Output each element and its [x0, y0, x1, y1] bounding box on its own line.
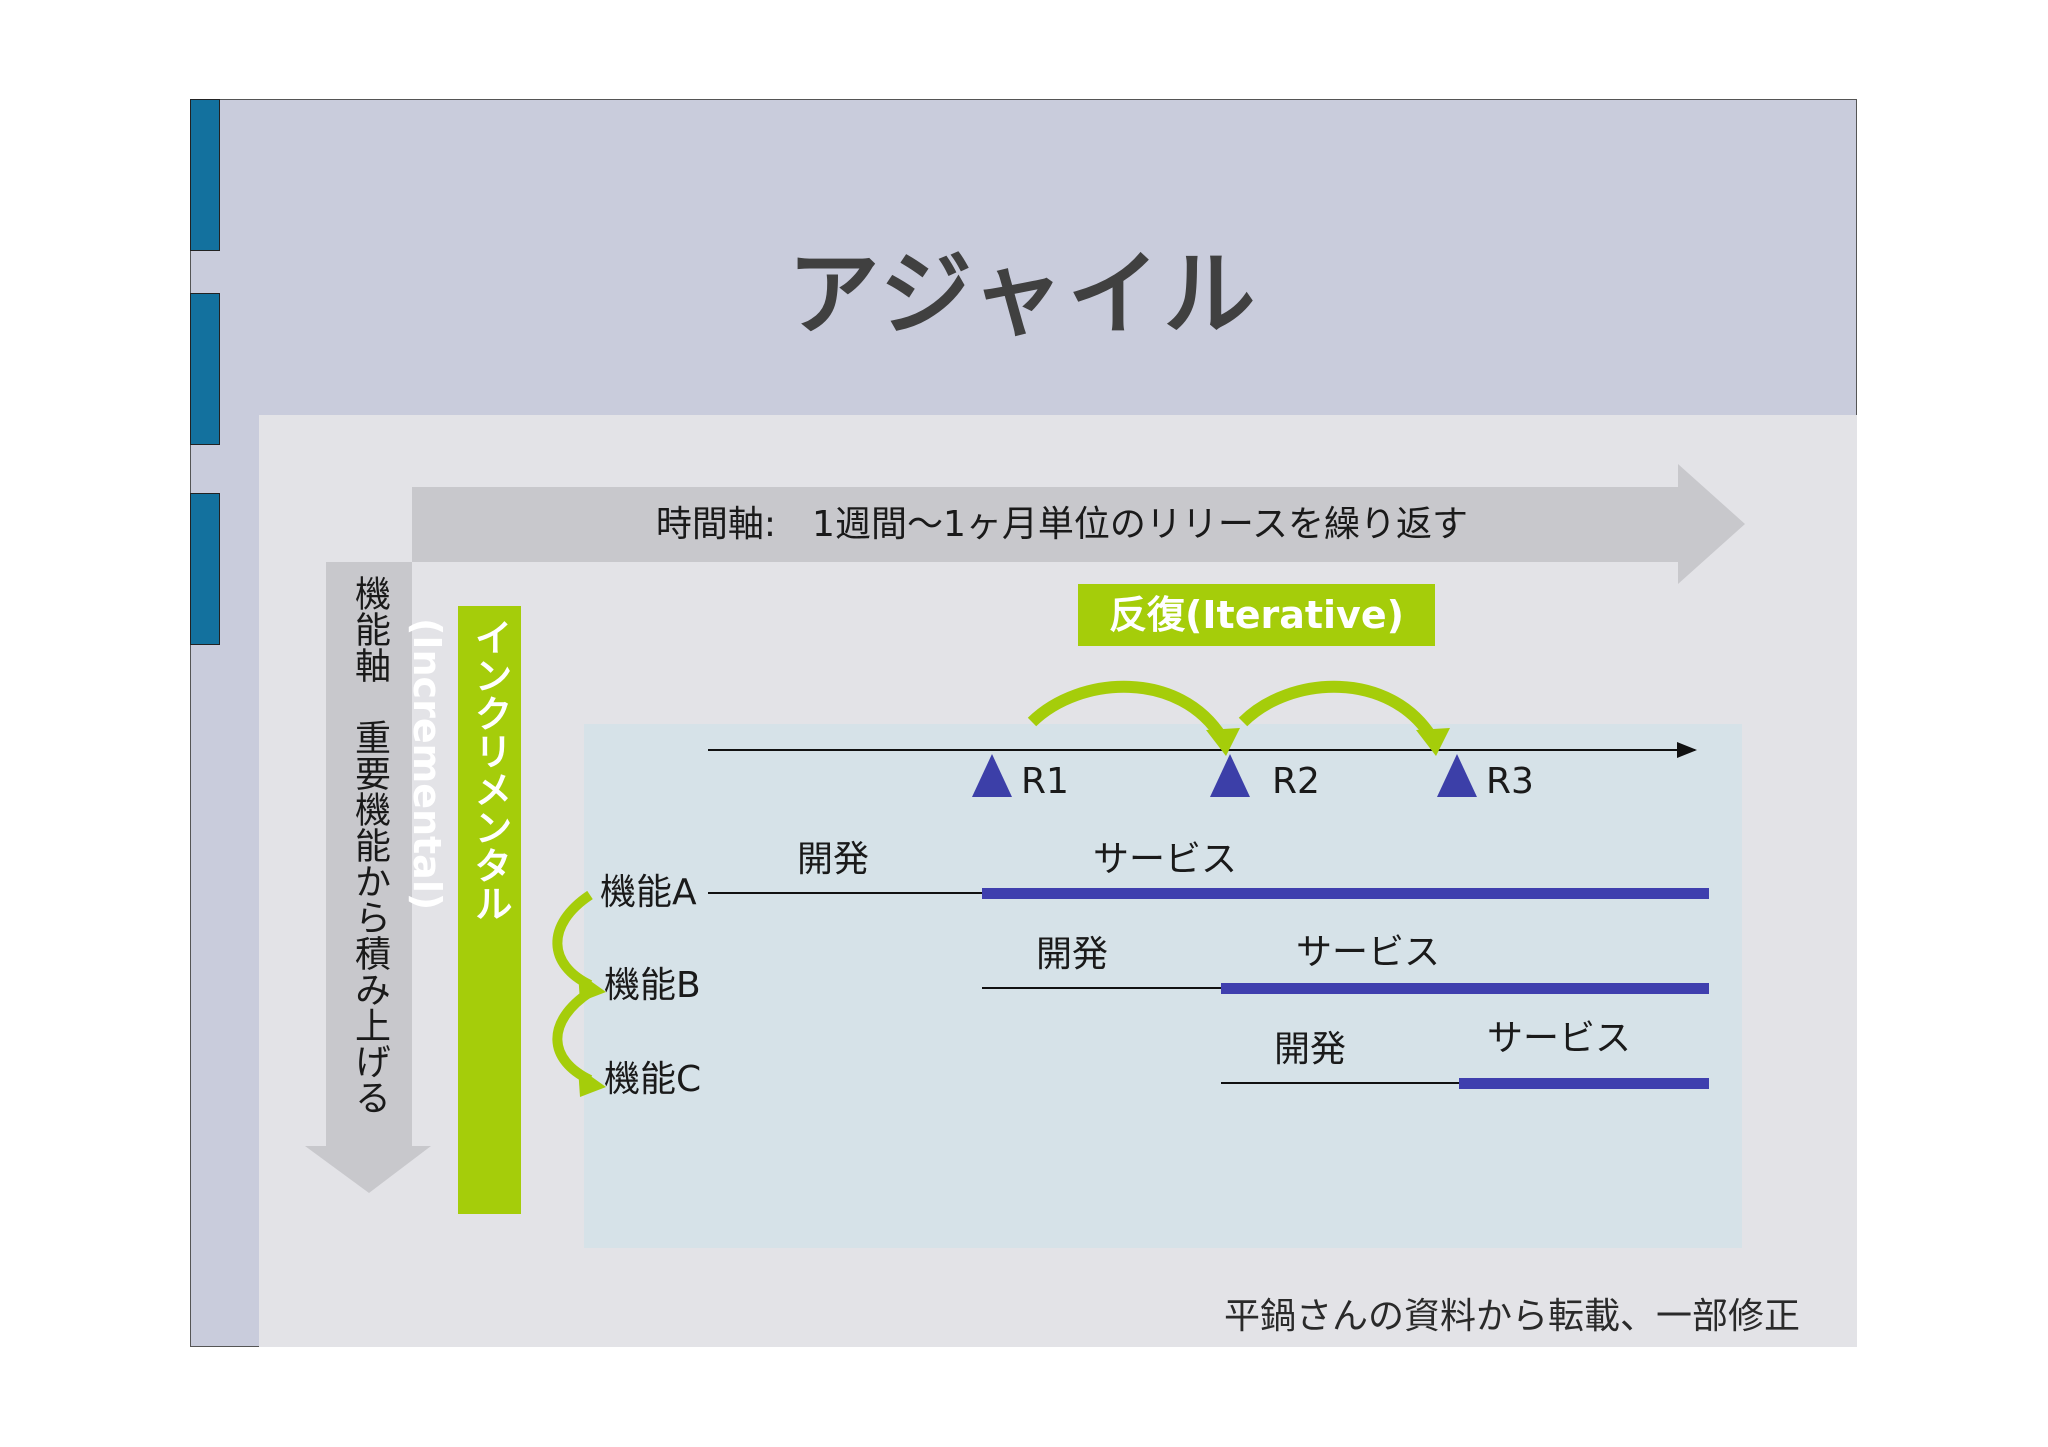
feature-a-service-label: サービス: [1093, 839, 1238, 880]
release-label-r3: R3: [1486, 761, 1534, 802]
feature-axis-label: 機能軸 重要機能から積み上げる: [349, 575, 390, 1115]
side-tab-1: [190, 99, 220, 251]
release-marker-r3: [1437, 754, 1477, 797]
feature-c-name: 機能C: [604, 1059, 702, 1100]
side-tab-3: [190, 493, 220, 645]
incremental-arrows: [552, 890, 606, 1097]
incremental-label: インクリメンタル(Incremental): [405, 606, 521, 1214]
side-tab-2: [190, 293, 220, 445]
time-axis-arrow: [412, 464, 1745, 584]
slide-title: アジャイル: [787, 241, 1260, 348]
release-marker-r1: [972, 754, 1012, 797]
feature-c-service-label: サービス: [1487, 1018, 1632, 1059]
time-axis-label: 時間軸: 1週間〜1ヶ月単位のリリースを繰り返す: [655, 504, 1469, 545]
feature-axis-arrow: [305, 562, 431, 1193]
release-marker-r2: [1210, 754, 1250, 797]
feature-b-dev-label: 開発: [1036, 934, 1109, 975]
iterative-label: 反復(Iterative): [1078, 584, 1435, 646]
credit-note: 平鍋さんの資料から転載、一部修正: [1223, 1296, 1800, 1337]
feature-b-service-label: サービス: [1296, 932, 1441, 973]
feature-a-dev-label: 開発: [797, 839, 870, 880]
feature-a-name: 機能A: [600, 872, 697, 913]
iterative-arrows: [1027, 680, 1450, 756]
feature-c-dev-label: 開発: [1274, 1029, 1347, 1070]
feature-c-service-bar: [1459, 1078, 1709, 1089]
feature-b-service-bar: [1221, 983, 1709, 994]
release-label-r1: R1: [1021, 761, 1069, 802]
feature-b-name: 機能B: [604, 965, 701, 1006]
feature-a-service-bar: [982, 888, 1709, 899]
release-label-r2: R2: [1272, 761, 1320, 802]
